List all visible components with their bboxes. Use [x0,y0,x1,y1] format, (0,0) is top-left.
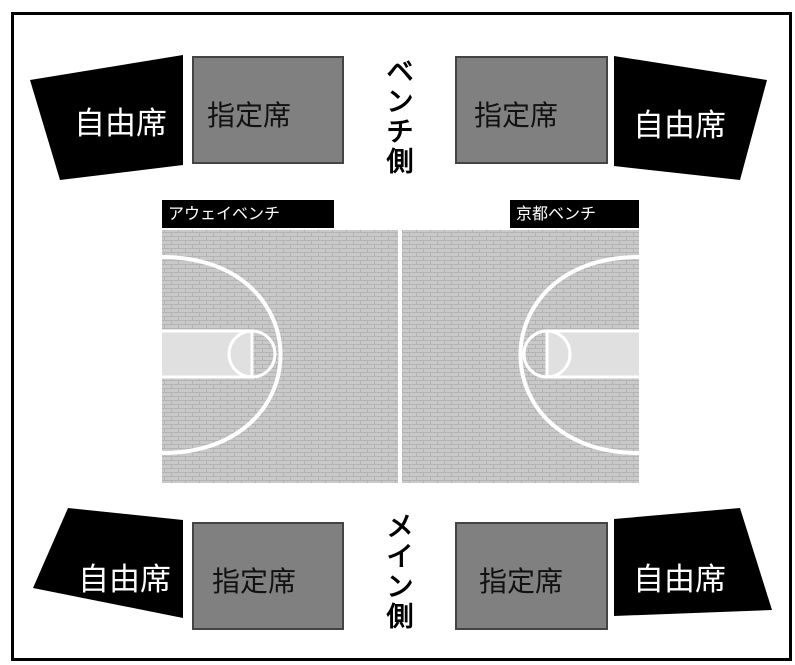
main-side-label: メ イ ン 側 [386,512,414,633]
reserved-seat-label-top-right: 指定席 [474,99,559,132]
free-seat-block-bottom-left[interactable] [33,508,183,618]
reserved-seat-label-bottom-right: 指定席 [479,565,564,598]
right-paint-area [547,331,639,377]
away-bench-label: アウェイベンチ [162,200,334,228]
left-three-point-arc [161,255,283,455]
left-free-throw-circle [227,329,277,379]
free-seat-label-top-right: 自由席 [633,108,726,144]
right-free-throw-circle [522,329,572,379]
bench-side-label: ベ ン チ 側 [386,57,414,178]
reserved-seat-label-top-left: 指定席 [207,99,292,132]
reserved-seat-block-top-left[interactable] [192,56,344,164]
free-seat-block-bottom-right[interactable] [614,508,772,616]
reserved-seat-block-bottom-right[interactable] [455,522,608,630]
home-bench-label: 京都ベンチ [510,200,639,228]
reserved-seat-label-bottom-left: 指定席 [212,565,297,598]
basketball-court [161,230,640,483]
free-seat-block-top-left[interactable] [30,55,183,180]
right-three-point-arc [518,255,640,455]
free-seat-label-bottom-right: 自由席 [633,562,726,598]
reserved-seat-block-top-right[interactable] [455,56,608,164]
free-seat-block-top-right[interactable] [614,56,767,180]
reserved-seat-block-bottom-left[interactable] [192,522,344,630]
left-paint-area [162,331,252,377]
free-seat-label-top-left: 自由席 [74,106,167,142]
free-seat-label-bottom-left: 自由席 [78,562,171,598]
